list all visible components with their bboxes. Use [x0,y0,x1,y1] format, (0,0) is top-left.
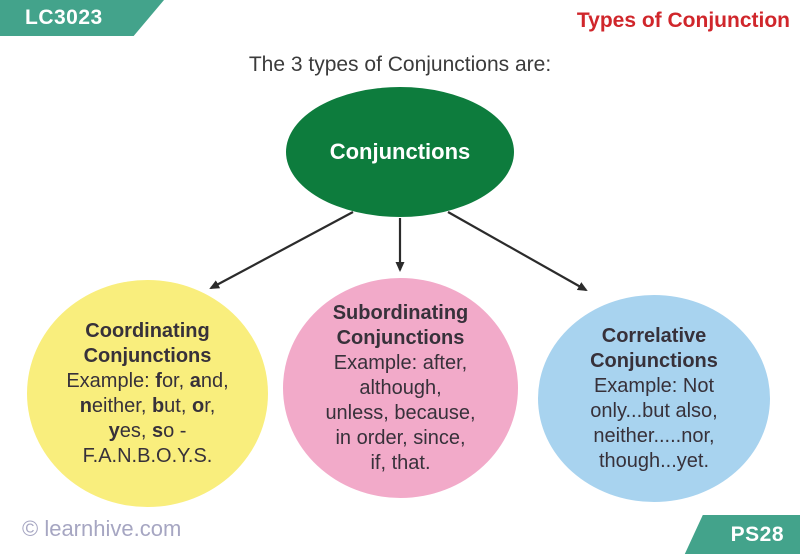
circle-text-line: F.A.N.B.O.Y.S. [82,444,213,467]
circle-text-line: Example: for, and, [66,369,229,392]
root-node-label: Conjunctions [329,139,471,164]
circle-text-line: Example: after, [333,351,468,374]
code-badge-label: LC3023 [25,6,103,29]
circle-text-line: neither, but, or, [79,394,216,417]
circle-text-line: neither.....nor, [593,424,715,447]
circle-text-line: only...but also, [590,399,718,422]
copyright-text: © learnhive.com [22,516,182,541]
arrow-to-coordinating [209,211,354,289]
intro-text: The 3 types of Conjunctions are: [248,53,552,76]
circle-text-line: Conjunctions [590,349,718,372]
circle-text-line: Conjunctions [83,344,212,367]
root-node: Conjunctions [286,87,514,217]
code-badge: LC3023 [0,0,164,36]
circle-text-line: Correlative [601,324,707,347]
page-number-badge: PS28 [684,515,800,554]
circle-text-line: though...yet. [598,449,710,472]
circle-text-line: yes, so - [108,419,187,442]
circle-text-line: Subordinating [332,301,469,324]
circle-text-line: Conjunctions [336,326,465,349]
circle-text-line: Example: Not [593,374,715,397]
circle-text-line: Coordinating [85,319,210,342]
circle-text-line: although, [359,376,442,399]
page-number-label: PS28 [730,522,784,546]
circle-text-line: in order, since, [335,426,466,449]
circle-text-line: if, that. [370,451,431,474]
arrow-to-correlative [447,211,588,291]
circle-text-line: unless, because, [325,401,476,424]
page-title: Types of Conjunction [576,9,790,32]
